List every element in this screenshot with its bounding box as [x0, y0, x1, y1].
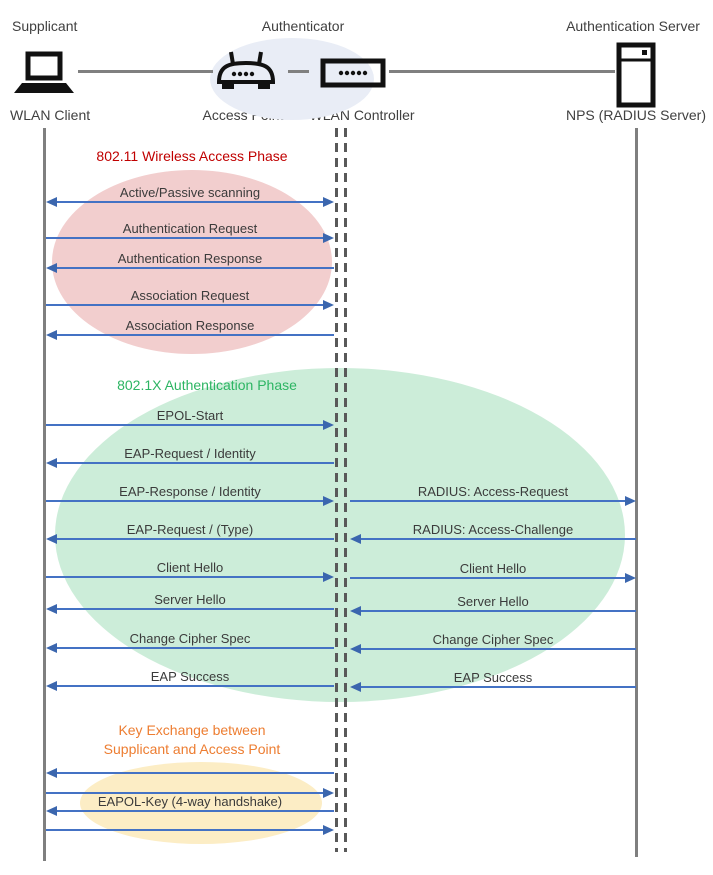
- lifeline-radius-server: [635, 128, 638, 857]
- message-arrow: [46, 829, 325, 831]
- message-arrow: [46, 304, 325, 306]
- message-arrow: [350, 500, 627, 502]
- message-label: Server Hello: [154, 592, 226, 607]
- dot1x-authentication-phase-ellipse: [55, 368, 625, 702]
- arrowhead-right: [625, 496, 636, 506]
- authenticator-highlight-ellipse: [210, 38, 374, 120]
- arrowhead-left: [46, 263, 57, 273]
- message-label: Client Hello: [459, 561, 527, 576]
- message-label: Association Response: [125, 318, 255, 333]
- message-label: Change Cipher Spec: [432, 632, 554, 647]
- lifeline-wlan-client: [43, 128, 46, 861]
- arrowhead-right: [323, 825, 334, 835]
- message-label: EAPOL-Key (4-way handshake): [97, 794, 283, 809]
- node-label-wlan-client: WLAN Client: [10, 107, 91, 123]
- laptop-icon: [12, 50, 76, 98]
- message-arrow: [55, 538, 334, 540]
- message-label: EAP-Request / Identity: [124, 446, 256, 461]
- message-arrow: [359, 648, 636, 650]
- message-arrow: [55, 201, 325, 203]
- arrowhead-right: [323, 572, 334, 582]
- message-label: Server Hello: [457, 594, 529, 609]
- arrowhead-right: [323, 233, 334, 243]
- arrowhead-right: [323, 788, 334, 798]
- phase-title-dot1x-authentication: 802.1X Authentication Phase: [117, 377, 297, 393]
- message-arrow: [55, 772, 334, 774]
- message-label: EAP-Request / (Type): [126, 522, 254, 537]
- arrowhead-right: [625, 573, 636, 583]
- message-label: Association Request: [130, 288, 250, 303]
- message-arrow: [55, 462, 334, 464]
- message-label: RADIUS: Access-Challenge: [412, 522, 574, 537]
- phase-title-key-exchange-line1: Key Exchange between: [118, 722, 266, 738]
- message-label: Client Hello: [156, 560, 224, 575]
- phase-title-key-exchange: Key Exchange between Supplicant and Acce…: [42, 721, 342, 759]
- message-label: Authentication Response: [117, 251, 263, 266]
- message-label: Active/Passive scanning: [119, 185, 261, 200]
- wireless-access-phase-ellipse: [52, 170, 332, 354]
- arrowhead-left: [46, 534, 57, 544]
- wlan-controller-icon: [320, 58, 386, 88]
- arrowhead-right: [323, 496, 334, 506]
- arrowhead-left: [46, 197, 57, 207]
- message-arrow: [46, 424, 325, 426]
- role-label-authenticator: Authenticator: [261, 18, 345, 34]
- lifeline-dashed-controller-2: [344, 128, 347, 852]
- message-label: Change Cipher Spec: [129, 631, 251, 646]
- message-arrow: [55, 647, 334, 649]
- arrowhead-left: [46, 458, 57, 468]
- arrowhead-left: [350, 606, 361, 616]
- message-arrow: [55, 267, 334, 269]
- arrowhead-left: [350, 682, 361, 692]
- message-arrow: [55, 810, 334, 812]
- lifeline-dashed-controller-1: [335, 128, 338, 852]
- arrowhead-left: [46, 330, 57, 340]
- arrowhead-left: [46, 681, 57, 691]
- message-arrow: [46, 237, 325, 239]
- role-label-supplicant: Supplicant: [12, 18, 78, 34]
- message-label: EAP-Response / Identity: [119, 484, 261, 499]
- access-point-icon: [214, 50, 278, 92]
- message-label: Authentication Request: [122, 221, 258, 236]
- phase-title-wireless-access: 802.11 Wireless Access Phase: [96, 148, 288, 164]
- message-arrow: [359, 686, 636, 688]
- message-arrow: [46, 576, 325, 578]
- message-label: EPOL-Start: [156, 408, 224, 423]
- connector-line: [288, 70, 309, 73]
- message-arrow: [350, 577, 627, 579]
- message-arrow: [55, 685, 334, 687]
- message-arrow: [55, 608, 334, 610]
- message-arrow: [46, 500, 325, 502]
- message-label: EAP Success: [453, 670, 533, 685]
- server-icon: [616, 42, 656, 108]
- arrowhead-left: [350, 534, 361, 544]
- message-arrow: [359, 538, 636, 540]
- arrowhead-left: [46, 768, 57, 778]
- message-arrow: [46, 792, 325, 794]
- arrowhead-right: [323, 420, 334, 430]
- arrowhead-left: [46, 806, 57, 816]
- message-label: EAP Success: [150, 669, 230, 684]
- phase-title-key-exchange-line2: Supplicant and Access Point: [103, 741, 281, 757]
- arrowhead-right: [323, 197, 334, 207]
- arrowhead-left: [46, 643, 57, 653]
- connector-line: [78, 70, 213, 73]
- arrowhead-left: [46, 604, 57, 614]
- role-label-authentication-server: Authentication Server: [566, 18, 700, 34]
- message-label: RADIUS: Access-Request: [417, 484, 569, 499]
- connector-line: [389, 70, 615, 73]
- message-arrow: [55, 334, 334, 336]
- node-label-nps-radius-server: NPS (RADIUS Server): [565, 107, 707, 123]
- arrowhead-right: [323, 300, 334, 310]
- message-arrow: [359, 610, 636, 612]
- arrowhead-left: [350, 644, 361, 654]
